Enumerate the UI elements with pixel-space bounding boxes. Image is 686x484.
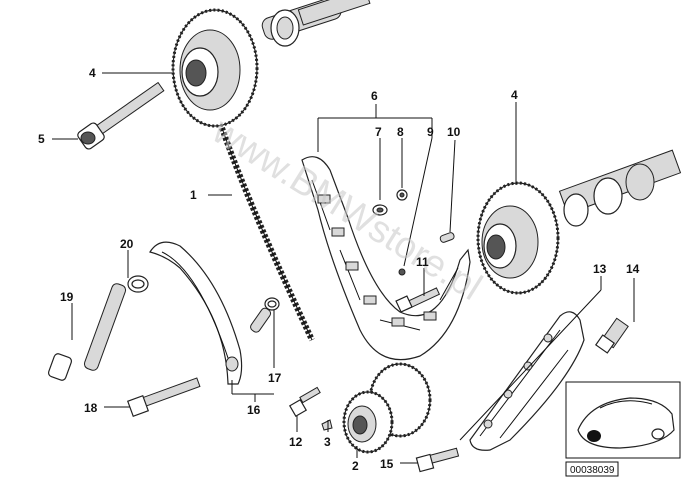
callout-3: 3: [324, 435, 331, 449]
callout-4-right: 4: [511, 88, 518, 102]
callout-10: 10: [447, 125, 461, 139]
pin-17: [250, 307, 272, 333]
leader-lines: [52, 72, 635, 464]
guide-rail: [149, 241, 243, 385]
callout-5: 5: [38, 132, 45, 146]
callout-13: 13: [593, 262, 607, 276]
callout-9: 9: [427, 125, 434, 139]
callout-18: 18: [84, 401, 98, 415]
callout-6: 6: [371, 89, 378, 103]
callout-labels: 1 2 3 4 4 5 6 7 8 9 10 11 12 13 14 15 16…: [38, 66, 640, 473]
pin-10: [439, 232, 455, 243]
sprocket-right: [476, 181, 560, 295]
camshaft-right: [558, 149, 682, 227]
callout-19: 19: [60, 290, 74, 304]
camshaft-upper: [261, 0, 371, 47]
callout-7: 7: [375, 125, 382, 139]
bolt-5: [77, 81, 165, 150]
callout-17: 17: [268, 371, 282, 385]
bolt-12: [288, 386, 321, 418]
sprocket-upper: [171, 8, 259, 128]
pin-9: [398, 268, 406, 276]
key-3: [321, 419, 333, 431]
inset-code: 00038039: [570, 465, 615, 476]
vehicle-inset: [565, 381, 681, 459]
callout-4-upper: 4: [89, 66, 96, 80]
callout-11: 11: [416, 255, 429, 269]
callout-16: 16: [247, 403, 261, 417]
bolt-15: [415, 447, 460, 473]
bolt-18: [126, 377, 201, 418]
callout-1: 1: [190, 188, 197, 202]
callout-20: 20: [120, 237, 134, 251]
pin-14: [594, 317, 629, 354]
callout-12: 12: [289, 435, 303, 449]
crank-sprocket: [342, 362, 432, 454]
callout-15: 15: [380, 457, 394, 471]
callout-2: 2: [352, 459, 359, 473]
tensioner-rail: [301, 156, 471, 361]
callout-14: 14: [626, 262, 640, 276]
callout-8: 8: [397, 125, 404, 139]
bolt-11: [395, 287, 441, 313]
tensioner-rail-13: [469, 311, 585, 451]
tensioner-19: [47, 283, 127, 381]
